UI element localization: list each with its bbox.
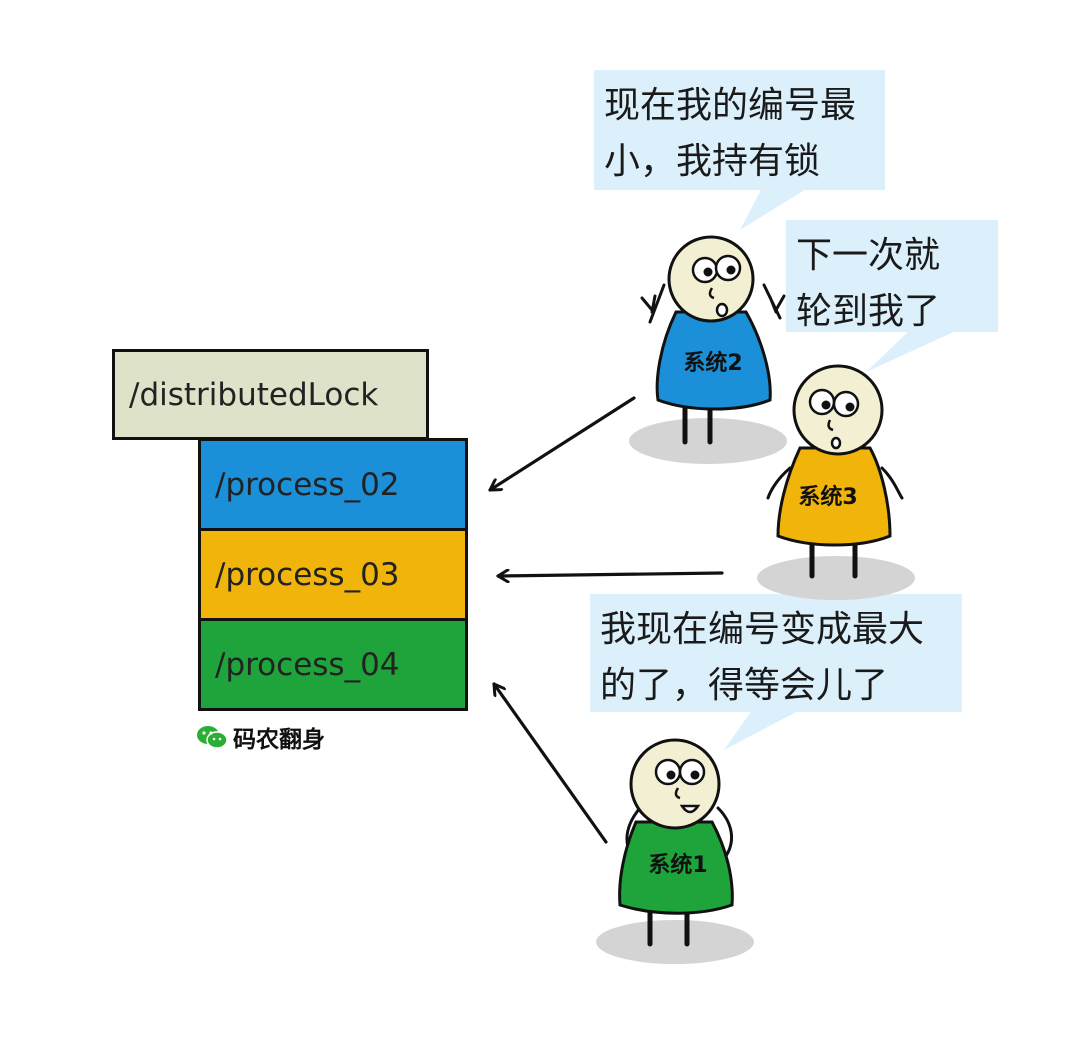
character-system-2: 系统2 [629,235,787,464]
bubble-tail [724,710,800,750]
root-node-distributed-lock: /distributedLock [112,349,429,440]
watermark: 码农翻身 [195,722,325,753]
bubble-line: 的了，得等会儿了 [600,665,889,706]
bubble-tail [866,330,958,372]
bubble-line: 下一次就 [796,235,941,276]
child-node-label: /process_03 [215,556,400,593]
shirt-label: 系统1 [648,852,707,878]
character-system-1: 系统1 [596,738,754,964]
child-node-label: /process_02 [215,466,400,503]
child-node-label: /process_04 [215,646,400,683]
root-node-label: /distributedLock [129,376,379,413]
speech-bubble-system-1: 我现在编号变成最大 的了，得等会儿了 [590,594,962,712]
arrow-system-3-to-process-03 [496,573,724,576]
bubble-line: 我现在编号变成最大 [600,609,925,650]
speech-bubble-system-3: 下一次就 轮到我了 [786,220,998,332]
shirt-label: 系统3 [798,484,857,510]
child-node-process-03: /process_03 [198,529,468,620]
bubble-line: 小，我持有锁 [604,141,821,182]
bubble-tail [740,188,808,230]
wechat-icon [197,726,228,749]
arrow-system-2-to-process-02 [488,396,636,492]
shirt-label: 系统2 [683,350,742,376]
character-system-3: 系统3 [757,364,915,600]
watermark-text: 码农翻身 [233,727,325,753]
speech-bubble-system-2: 现在我的编号最 小，我持有锁 [594,70,885,190]
arrow-system-1-to-process-04 [492,682,608,844]
child-node-process-04: /process_04 [198,619,468,711]
bubble-line: 轮到我了 [796,291,941,332]
bubble-line: 现在我的编号最 [604,85,857,126]
